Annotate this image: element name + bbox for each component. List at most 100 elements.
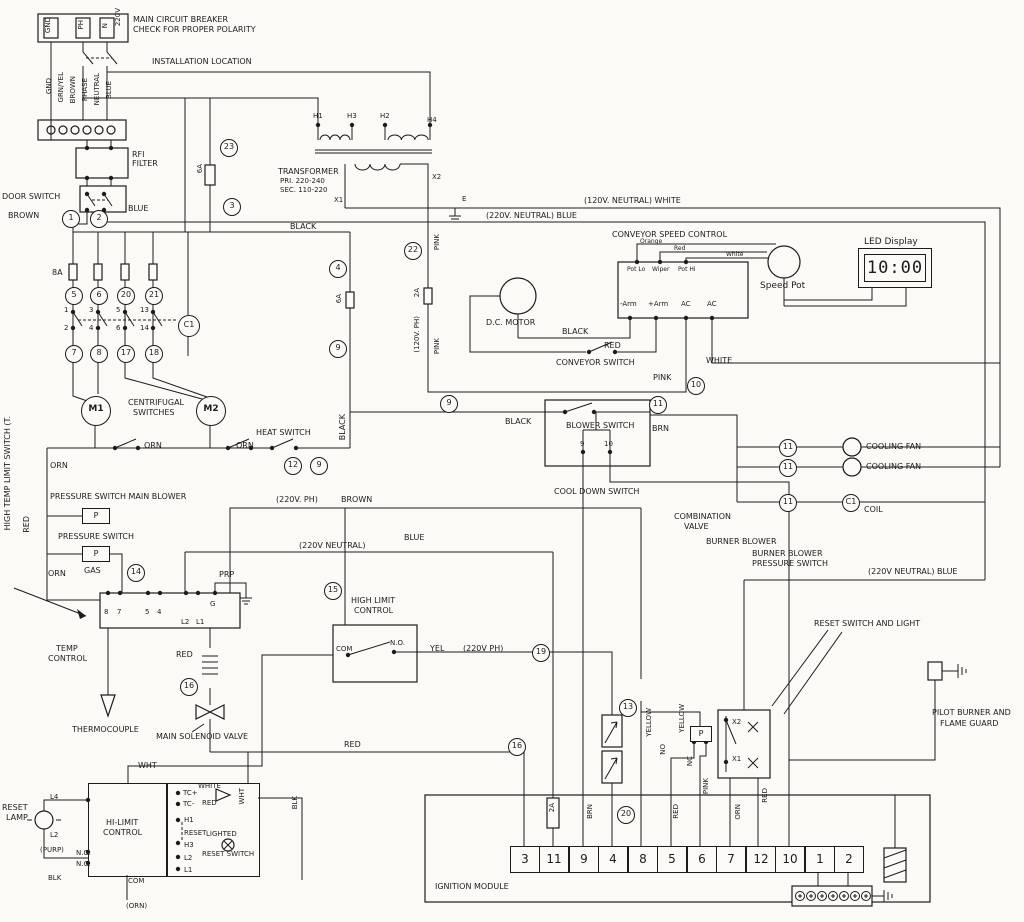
label-wiper: Wiper xyxy=(652,266,670,273)
label-reset-switch-and-light: RESET SWITCH AND LIGHT xyxy=(814,619,921,628)
label-blue-mid: BLUE xyxy=(404,533,425,542)
module-terminal-7: 7 xyxy=(716,846,746,873)
wire-marker-15: 15 xyxy=(324,582,342,600)
label-no: N.O. xyxy=(390,639,405,647)
module-terminal-5: 5 xyxy=(657,846,687,873)
module-terminal-11: 11 xyxy=(539,846,569,873)
label-red-wire: Red xyxy=(674,245,686,252)
led-display: 10:00 xyxy=(858,248,932,288)
label-yellow-1: YELLOW xyxy=(645,708,653,737)
module-terminal-4: 4 xyxy=(598,846,628,873)
label-main-solenoid-valve: MAIN SOLENOID VALVE xyxy=(156,732,249,741)
label-wire-brown: BROWN xyxy=(69,76,77,104)
label-nc-vert: NC xyxy=(686,756,694,767)
label-black-blower: BLACK xyxy=(505,417,532,426)
label-prp: PRP xyxy=(219,570,235,579)
module-terminal-6: 6 xyxy=(687,846,717,873)
label-temp-t4: 4 xyxy=(157,608,162,616)
label-red-vert-left: RED xyxy=(22,516,31,533)
label-x1: X1 xyxy=(334,196,344,204)
motor-m1: M1 xyxy=(81,396,111,426)
label-l1-reset: L1 xyxy=(184,866,193,874)
label-l2-lamp: L2 xyxy=(50,831,59,839)
label-high-limit-control: CONTROL xyxy=(354,606,394,615)
label-temp-control: CONTROL xyxy=(48,654,88,663)
label-temp-t5: 5 xyxy=(145,608,150,616)
label-nc-lamp: N.C. xyxy=(76,860,91,868)
wire-marker-17: 17 xyxy=(117,345,135,363)
module-terminal-12: 12 xyxy=(746,846,776,873)
label-red-motor: RED xyxy=(604,341,621,350)
label-valve: VALVE xyxy=(684,522,709,531)
label-temp-t7: 7 xyxy=(117,608,122,616)
label-high-limit: HIGH LIMIT xyxy=(351,596,396,605)
label-pink-vert: PINK xyxy=(702,778,710,795)
transformer-windings xyxy=(319,134,429,171)
motor-m2: M2 xyxy=(196,396,226,426)
wire-marker-7: 7 xyxy=(65,345,83,363)
label-n-terminal: N xyxy=(101,23,109,29)
label-speed-pot: Speed Pot xyxy=(760,281,806,291)
label-rfi-filter: RFI FILTER xyxy=(132,150,158,168)
wire-marker-10: 10 xyxy=(687,377,705,395)
label-2a-fuse: 2A xyxy=(413,288,421,298)
label-120v-ph: (120V. PH) xyxy=(413,316,421,353)
label-blue-wire: BLUE xyxy=(128,204,149,213)
label-white-wire: White xyxy=(726,251,744,258)
label-orn-vert: ORN xyxy=(734,804,742,820)
label-burner-blower: BURNER BLOWER xyxy=(706,537,777,546)
label-red-vert-reset: RED xyxy=(761,788,769,803)
label-contact-5: 5 xyxy=(116,306,121,314)
label-orn-4: ORN xyxy=(48,569,66,578)
junction-dots xyxy=(70,122,729,872)
label-220v-ph: (220V. PH) xyxy=(276,495,318,504)
component-outlines xyxy=(34,13,943,903)
label-hi-limit: HI-LIMIT xyxy=(106,818,139,827)
label-l2-reset: L2 xyxy=(184,854,193,862)
wire-marker-12: 12 xyxy=(284,457,302,475)
label-combination: COMBINATION xyxy=(674,512,731,521)
label-cooling-fan-1: COOLING FAN xyxy=(866,442,922,451)
module-terminal-2: 2 xyxy=(834,846,864,873)
label-contact-6: 6 xyxy=(116,324,121,332)
label-pilot-burner-2: FLAME GUARD xyxy=(940,719,999,728)
label-wire-gnd: GND xyxy=(45,78,53,95)
label-wire-blue: BLUE xyxy=(105,81,113,99)
label-com: COM xyxy=(336,645,353,653)
label-centrifugal: CENTRIFUGAL xyxy=(128,398,185,407)
label-tc-plus: TC+ xyxy=(183,789,198,797)
label-6a-fuse-b: 6A xyxy=(335,294,343,304)
label-contact-13: 13 xyxy=(140,306,149,314)
label-220v-neutral: (220V NEUTRAL) xyxy=(299,541,366,550)
label-reset: RESET xyxy=(2,803,28,812)
wire-marker-20b: 20 xyxy=(617,806,635,824)
label-wire-phase: PHASE xyxy=(81,78,89,102)
label-led-display: LED Display xyxy=(864,237,918,247)
wire-marker-16a: 16 xyxy=(180,678,198,696)
label-220v-neutral-blue: (220V. NEUTRAL) BLUE xyxy=(486,211,577,220)
wire-marker-22: 22 xyxy=(404,242,422,260)
label-pressure-switch: PRESSURE SWITCH xyxy=(58,532,134,541)
label-transformer: TRANSFORMER xyxy=(278,167,339,176)
label-bb-pressure-1: BURNER BLOWER xyxy=(752,549,823,558)
label-sec: SEC. 110-220 xyxy=(280,186,328,194)
label-orn-2: ORN xyxy=(236,441,254,450)
label-no-lamp: N.O. xyxy=(76,849,91,857)
label-h1-reset: H1 xyxy=(184,816,194,824)
label-no-vert: NO xyxy=(659,744,667,755)
label-orn-3: ORN xyxy=(50,461,68,470)
label-red-tc: RED xyxy=(202,799,217,807)
wire-marker-11a: 11 xyxy=(649,396,667,414)
label-blower-t9: 9 xyxy=(580,440,585,448)
label-main-circuit-breaker: MAIN CIRCUIT BREAKER xyxy=(133,15,229,24)
label-reset-word: RESET xyxy=(184,829,207,837)
label-contact-14: 14 xyxy=(140,324,149,332)
label-conveyor-speed-control: CONVEYOR SPEED CONTROL xyxy=(612,230,728,239)
label-blk-lamp: BLK xyxy=(48,874,62,882)
wire-marker-4: 4 xyxy=(329,260,347,278)
wire-marker-18: 18 xyxy=(145,345,163,363)
label-contact-3: 3 xyxy=(89,306,94,314)
label-contact-2: 2 xyxy=(64,324,69,332)
